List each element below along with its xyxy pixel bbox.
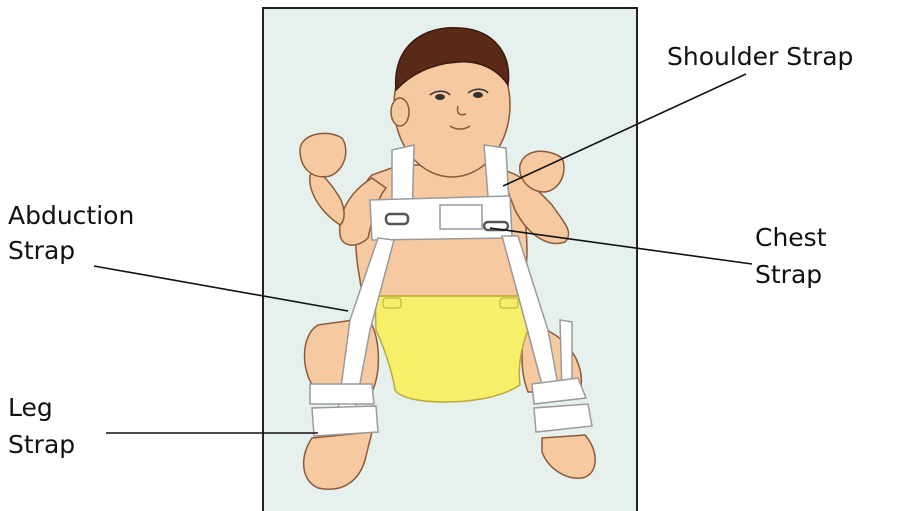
chest-strap-label-line1: Chest: [755, 223, 827, 253]
abduction-strap-label-line1: Abduction: [8, 201, 134, 231]
chest-strap-label-line2: Strap: [755, 260, 822, 290]
abduction-strap-label-line2: Strap: [8, 236, 75, 266]
leg-strap-label-line2: Strap: [8, 430, 75, 460]
left-leg-strap-upper: [310, 384, 374, 404]
left-leg-strap-lower: [312, 406, 378, 436]
leg-strap-label-line1: Leg: [8, 393, 53, 423]
left-fist: [300, 133, 346, 176]
shoulder-strap-label: Shoulder Strap: [667, 42, 853, 72]
left-ear: [391, 98, 409, 126]
diaper: [375, 296, 528, 402]
